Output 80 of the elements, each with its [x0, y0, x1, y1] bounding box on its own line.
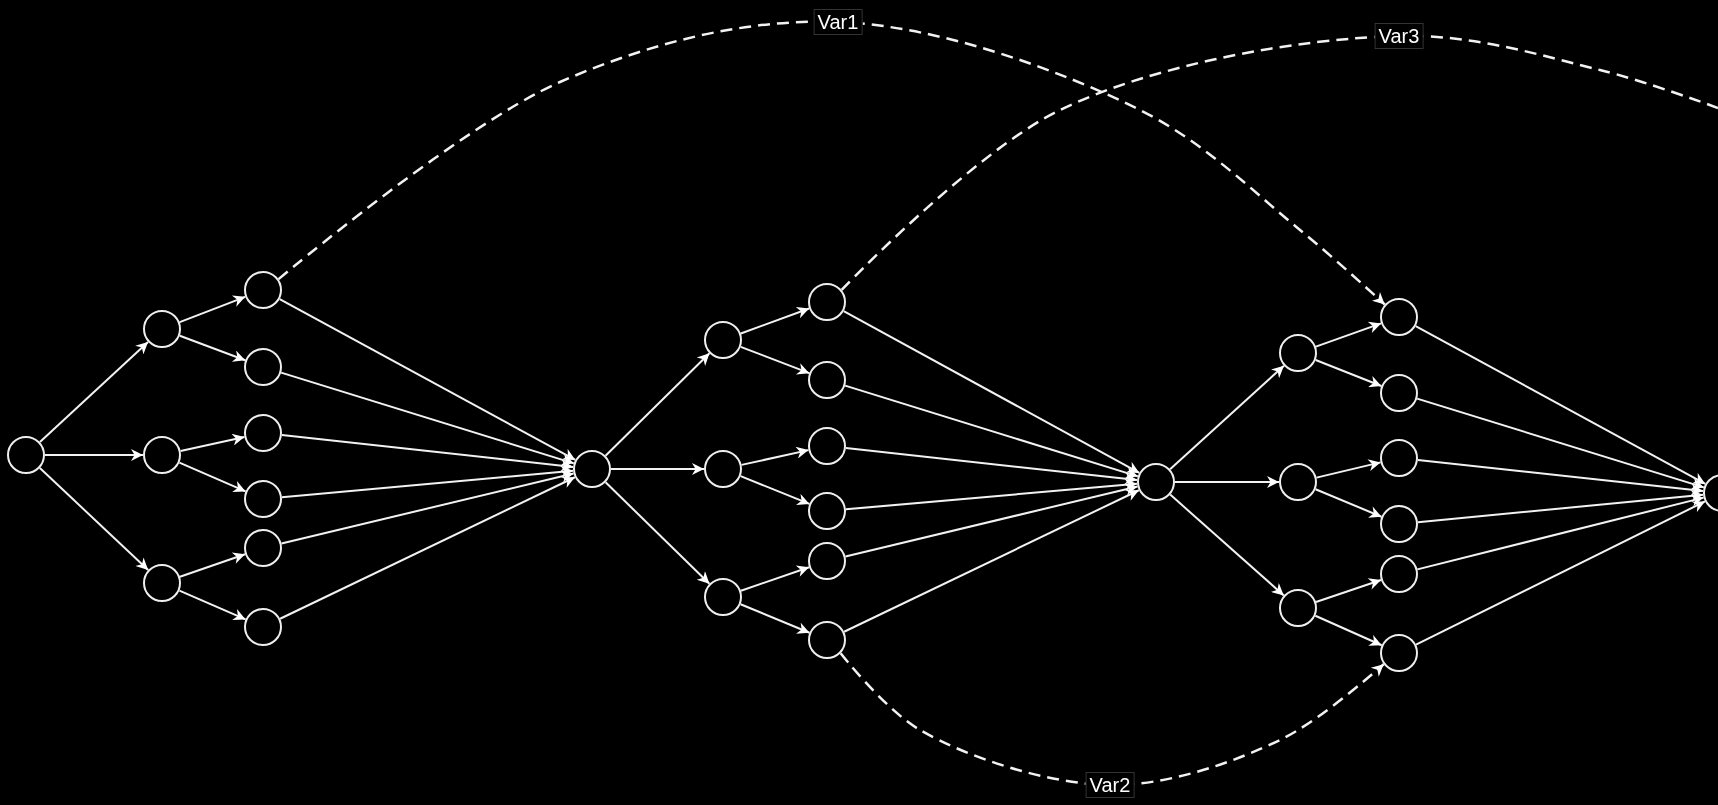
circle-node [808, 283, 846, 321]
arrow [280, 434, 575, 472]
arrow [739, 307, 811, 335]
arrow [1314, 614, 1383, 647]
arrow [604, 352, 711, 457]
arrow [280, 465, 575, 499]
arrow [178, 295, 247, 324]
arrow [38, 467, 150, 571]
arrow [179, 433, 246, 452]
circle-node [1380, 555, 1418, 593]
circle-node [1380, 374, 1418, 412]
arrow [1169, 493, 1285, 597]
circle-node [1380, 634, 1418, 672]
circle-node [808, 492, 846, 530]
circle-node [244, 414, 282, 452]
arrow [178, 334, 247, 362]
arrow [740, 446, 810, 466]
arrow [1314, 359, 1383, 388]
circle-node [704, 578, 742, 616]
arrow [178, 461, 247, 493]
arrow [1416, 490, 1705, 524]
arrow [1315, 459, 1382, 479]
arrow [1169, 364, 1285, 471]
circle-node [704, 321, 742, 359]
arrow [1414, 325, 1707, 485]
arrow [739, 565, 811, 592]
arrow [842, 310, 1141, 474]
arrow [44, 449, 144, 461]
circle-node [573, 450, 611, 488]
arrow [1314, 488, 1383, 518]
circle-node [244, 480, 282, 518]
edge-label: Var2 [1085, 772, 1135, 798]
arrow [1314, 321, 1383, 348]
circle-node [143, 564, 181, 602]
arrow [844, 483, 1139, 558]
arrow [844, 384, 1139, 479]
circle-node [1279, 334, 1317, 372]
circle-node [1137, 463, 1175, 501]
arrow [280, 371, 575, 466]
circle-node [808, 427, 846, 465]
arrow [843, 489, 1140, 633]
arrow [278, 298, 577, 461]
arrow [739, 475, 811, 505]
arrow [739, 345, 811, 375]
circle-node [143, 436, 181, 474]
circle-node [808, 361, 846, 399]
circle-node [1279, 463, 1317, 501]
arrow [610, 463, 705, 475]
arrow [280, 470, 575, 545]
arrow [604, 481, 711, 585]
arrow [1416, 494, 1705, 571]
arrow [1315, 578, 1382, 603]
dashed-arrow [277, 20, 1386, 306]
edge-label: Var1 [813, 9, 863, 35]
circle-node [1380, 439, 1418, 477]
arrow [178, 589, 247, 621]
arrow [739, 603, 811, 634]
arrow [844, 447, 1139, 485]
arrow [279, 476, 576, 620]
arrow [1416, 397, 1705, 490]
circle-node [244, 348, 282, 386]
arrow [844, 478, 1139, 511]
arrow [178, 552, 247, 578]
circle-node [704, 450, 742, 488]
circle-node [1380, 298, 1418, 336]
circle-node [244, 271, 282, 309]
circle-node [244, 529, 282, 567]
circle-node [1380, 505, 1418, 543]
circle-node [808, 542, 846, 580]
arrow [1174, 476, 1280, 488]
dashed-arrow [839, 652, 1385, 787]
arrow [1416, 459, 1705, 496]
circle-node [244, 608, 282, 646]
circle-node [7, 436, 45, 474]
circle-node [808, 621, 846, 659]
arrow [38, 340, 150, 444]
edge-label: Var3 [1374, 23, 1424, 49]
circle-node [143, 310, 181, 348]
circle-node [1279, 589, 1317, 627]
arrow [1415, 500, 1706, 646]
